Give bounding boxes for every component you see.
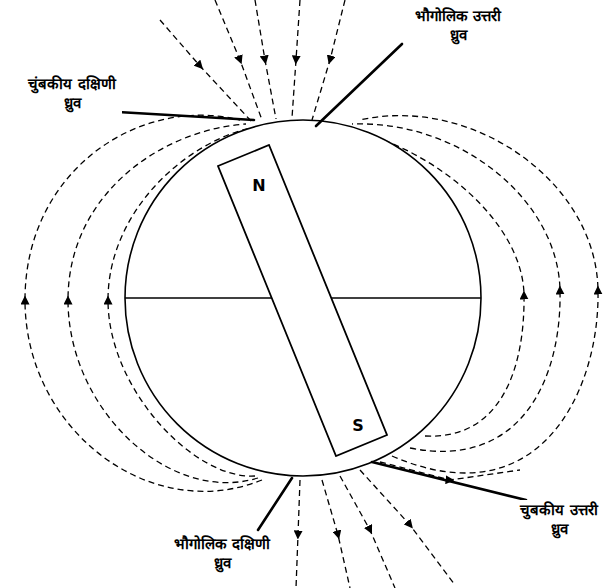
pole-letter: N bbox=[252, 178, 265, 194]
pole-label: भौगोलिक दक्षिणी ध्रुव bbox=[170, 534, 274, 574]
pole-label: चुबकीय उत्तरी ध्रुव bbox=[510, 500, 608, 540]
bar-magnet: NS bbox=[217, 144, 388, 457]
leader-line bbox=[258, 478, 292, 530]
magnet-outline bbox=[217, 144, 388, 457]
pole-letter: S bbox=[352, 418, 364, 434]
pole-label: भौगोलिक उत्तरी ध्रुव bbox=[408, 6, 508, 46]
leader-line bbox=[372, 462, 526, 500]
leader-line bbox=[316, 44, 402, 126]
earth-circle bbox=[125, 120, 481, 476]
leader-line bbox=[118, 112, 254, 120]
pole-label: चुंबकीय दक्षिणी ध्रुव bbox=[22, 74, 122, 114]
